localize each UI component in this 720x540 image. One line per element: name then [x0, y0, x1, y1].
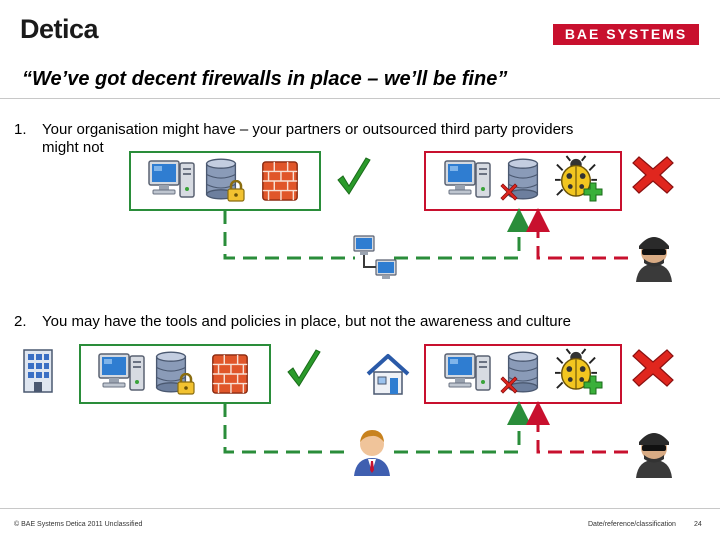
red-dashed-arrow-2: [526, 401, 628, 454]
green-dashed-arrow-2: [394, 401, 531, 454]
computer-icon: [98, 353, 145, 391]
firewall-icon: [212, 354, 248, 394]
point-1: 1. Your organisation might have – your pa…: [14, 121, 704, 157]
firewall-icon: [262, 161, 298, 201]
green-dashed-connector-1: [223, 210, 355, 260]
green-dashed-arrow-1: [394, 208, 531, 260]
computer-icon: [444, 353, 491, 391]
point-1-text-line2: might not: [42, 139, 104, 156]
network-icon: [353, 235, 397, 280]
point-1-text-line1: Your organisation might have – your part…: [42, 121, 574, 138]
cross-icon: [632, 156, 674, 194]
footer-reference: Date/reference/classification: [588, 521, 676, 528]
cross-icon: [632, 349, 674, 387]
footer-copyright: © BAE Systems Detica 2011 Unclassified: [14, 521, 143, 528]
office-building-icon: [23, 349, 53, 393]
database-icon: [507, 158, 539, 200]
checkmark-icon: [287, 349, 321, 387]
point-1-number: 1.: [14, 121, 27, 138]
computer-icon: [444, 160, 491, 198]
footer-divider: [0, 508, 720, 509]
red-dashed-arrow-1: [526, 208, 628, 260]
title-divider: [0, 98, 720, 99]
point-2-number: 2.: [14, 313, 27, 330]
home-icon: [366, 354, 410, 396]
page-number: 24: [694, 521, 702, 528]
employee-icon: [354, 430, 390, 476]
slide-title: “We’ve got decent firewalls in place – w…: [22, 68, 508, 90]
hacker-icon: [636, 237, 672, 282]
bae-systems-logo: BAE SYSTEMS: [553, 24, 699, 45]
checkmark-icon: [337, 157, 371, 195]
database-icon: [507, 351, 539, 393]
computer-icon: [148, 160, 195, 198]
point-2: 2. You may have the tools and policies in…: [14, 313, 704, 331]
detica-logo: Detica: [20, 14, 99, 44]
point-2-text: You may have the tools and policies in p…: [42, 313, 571, 330]
green-dashed-connector-2: [223, 403, 350, 454]
hacker-icon: [636, 433, 672, 478]
